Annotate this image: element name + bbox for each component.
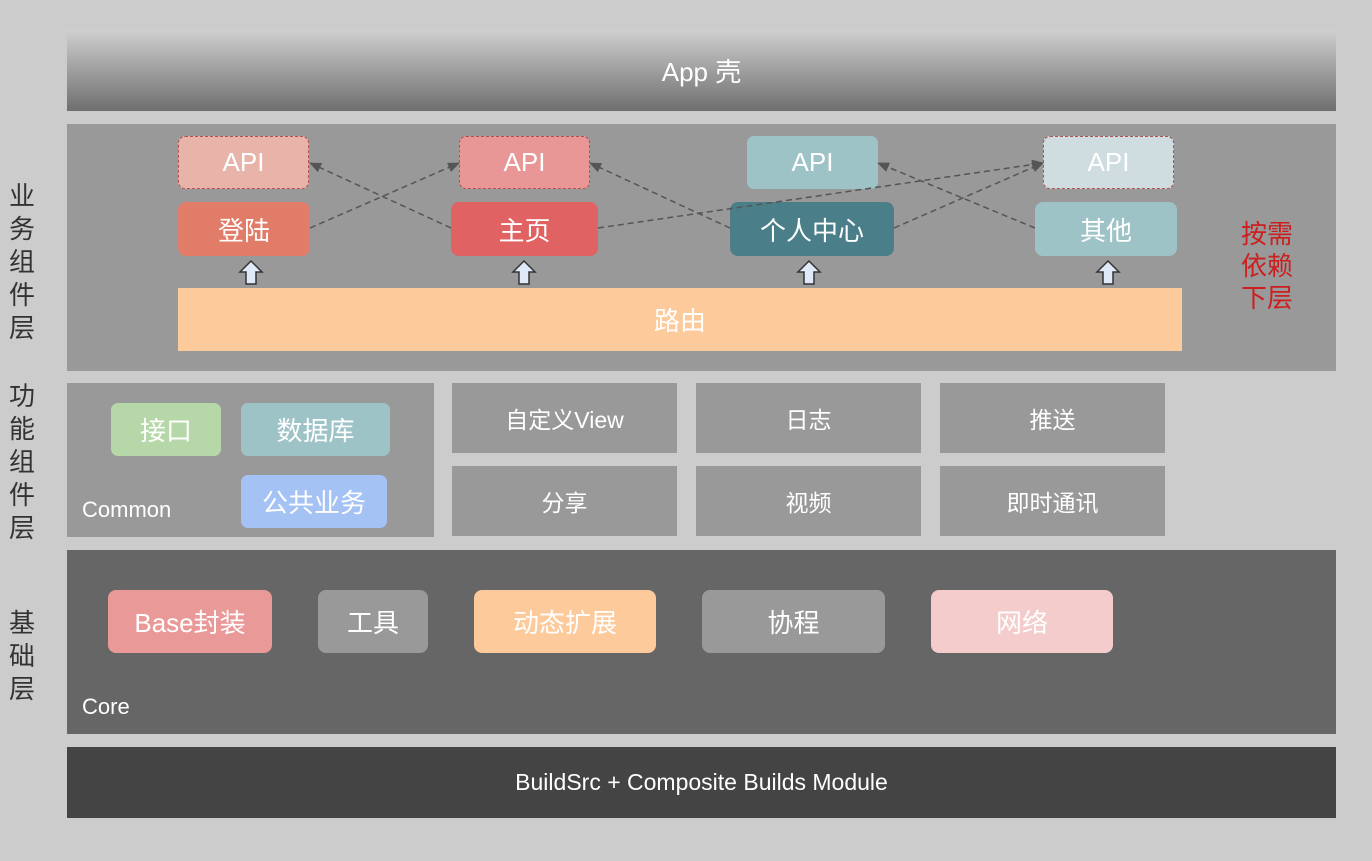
interface-chip: 接口 <box>111 403 221 456</box>
login-api-box: API <box>178 136 309 189</box>
core-panel <box>67 550 1336 734</box>
arrow-home-to-login-api <box>309 162 452 229</box>
buildsrc-bar: BuildSrc + Composite Builds Module <box>67 747 1336 818</box>
arrow-other-to-profile-api <box>877 162 1036 229</box>
up-arrow-icon <box>1095 259 1121 285</box>
network-chip: 网络 <box>931 590 1113 653</box>
arrow-login-to-home-api <box>309 162 460 229</box>
video-box: 视频 <box>696 466 921 536</box>
base-wrap-chip: Base封装 <box>108 590 272 653</box>
other-api-box: API <box>1043 136 1174 189</box>
layer-label-function: 功 能 组 件 层 <box>8 381 35 543</box>
common-caption: Common <box>82 497 172 522</box>
dynamic-ext-chip: 动态扩展 <box>474 590 656 653</box>
on-demand-note: 按需 依赖 下层 <box>1240 219 1293 313</box>
coroutine-chip: 协程 <box>702 590 885 653</box>
buildsrc-label: BuildSrc + Composite Builds Module <box>515 769 888 795</box>
profile-module: 个人中心 <box>730 202 894 256</box>
login-module: 登陆 <box>178 202 310 256</box>
tools-chip: 工具 <box>318 590 428 653</box>
app-shell-bar: App 壳 <box>67 29 1336 111</box>
other-module: 其他 <box>1035 202 1177 256</box>
profile-api-box: API <box>747 136 878 189</box>
log-box: 日志 <box>696 383 921 453</box>
core-caption: Core <box>82 694 130 719</box>
app-shell-label: App 壳 <box>661 56 742 87</box>
arrow-profile-to-home-api <box>589 162 731 229</box>
up-arrow-icon <box>238 259 264 285</box>
arrow-profile-to-other-api <box>893 162 1044 229</box>
layer-label-business: 业 务 组 件 层 <box>8 181 35 343</box>
home-api-box: API <box>459 136 590 189</box>
push-box: 推送 <box>940 383 1165 453</box>
custom-view-box: 自定义View <box>452 383 677 453</box>
layer-label-base: 基 础 层 <box>8 608 35 704</box>
home-module: 主页 <box>451 202 598 256</box>
share-box: 分享 <box>452 466 677 536</box>
router-bar: 路由 <box>178 288 1182 351</box>
public-business-chip: 公共业务 <box>241 475 387 528</box>
arrow-home-to-other-api <box>597 159 1044 229</box>
im-box: 即时通讯 <box>940 466 1165 536</box>
up-arrow-icon <box>796 259 822 285</box>
router-label: 路由 <box>653 306 706 336</box>
database-chip: 数据库 <box>241 403 390 456</box>
up-arrow-icon <box>511 259 537 285</box>
